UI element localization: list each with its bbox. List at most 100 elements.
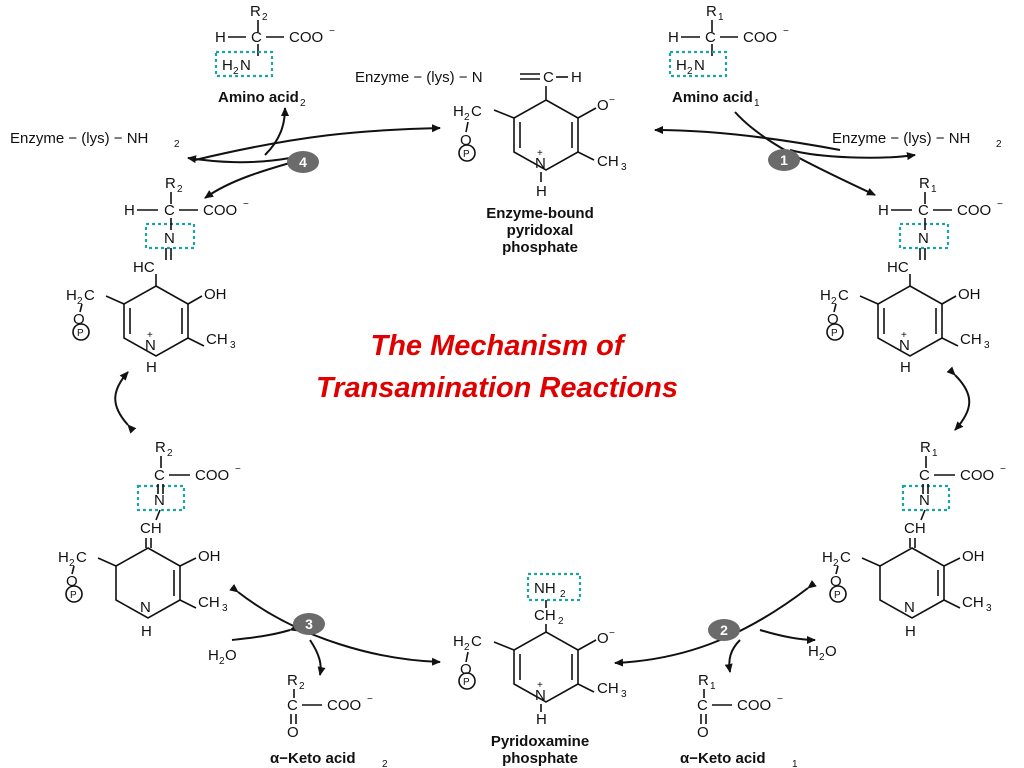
svg-text:2: 2 [177, 184, 183, 195]
svg-text:O: O [597, 97, 609, 114]
svg-text:3: 3 [305, 616, 313, 632]
svg-text:R: R [698, 672, 709, 689]
svg-text:R: R [706, 3, 717, 20]
svg-text:−: − [243, 199, 249, 210]
svg-text:O: O [66, 573, 78, 590]
svg-text:H: H [536, 711, 547, 728]
svg-text:−: − [609, 628, 615, 639]
svg-text:2: 2 [819, 652, 825, 663]
step-badge-2: 2 [708, 619, 740, 641]
svg-text:C: C [705, 29, 716, 46]
svg-text:2: 2 [174, 139, 180, 150]
svg-text:COO: COO [960, 467, 994, 484]
svg-text:2: 2 [233, 66, 239, 77]
svg-text:1: 1 [718, 12, 724, 23]
svg-text:O: O [830, 573, 842, 590]
arrow-right-tautomer [946, 366, 971, 431]
svg-text:COO: COO [743, 29, 777, 46]
svg-text:C: C [471, 103, 482, 120]
svg-text:2: 2 [382, 759, 388, 768]
svg-text:H: H [146, 359, 157, 376]
svg-text:OH: OH [198, 548, 221, 565]
svg-text:Enzyme-bound: Enzyme-bound [486, 205, 594, 222]
svg-text:C: C [76, 549, 87, 566]
svg-text:CH: CH [206, 331, 228, 348]
svg-text:2: 2 [464, 642, 470, 653]
svg-text:H: H [676, 57, 687, 74]
svg-text:−: − [1000, 464, 1006, 475]
svg-text:2: 2 [996, 139, 1002, 150]
svg-text:H: H [878, 202, 889, 219]
svg-text:3: 3 [230, 340, 236, 351]
svg-text:CH: CH [597, 153, 619, 170]
svg-text:CH: CH [140, 520, 162, 537]
svg-text:H: H [571, 69, 582, 86]
arrow-step4-horizontal [194, 124, 441, 161]
svg-text:COO: COO [203, 202, 237, 219]
svg-text:O: O [825, 643, 837, 660]
svg-text:3: 3 [621, 689, 627, 700]
svg-text:1: 1 [932, 448, 938, 459]
svg-text:C: C [251, 29, 262, 46]
svg-text:O: O [73, 311, 85, 328]
svg-text:N: N [154, 492, 165, 509]
svg-text:P: P [463, 677, 470, 688]
svg-text:C: C [471, 633, 482, 650]
svg-text:−: − [777, 694, 783, 705]
svg-text:CH: CH [960, 331, 982, 348]
svg-text:R: R [250, 3, 261, 20]
svg-text:R: R [920, 439, 931, 456]
svg-text:Enzyme − (lys) − NH: Enzyme − (lys) − NH [10, 130, 148, 147]
svg-text:4: 4 [299, 154, 307, 170]
arrow-step2-water-out [759, 629, 816, 644]
svg-text:COO: COO [289, 29, 323, 46]
svg-text:H: H [141, 623, 152, 640]
svg-text:2: 2 [69, 558, 75, 569]
svg-text:COO: COO [327, 697, 361, 714]
svg-text:2: 2 [300, 98, 306, 109]
svg-text:2: 2 [167, 448, 173, 459]
enzyme-lys-nh2-left: Enzyme − (lys) − NH 2 [10, 130, 180, 150]
arrow-step4-to-schiff [204, 159, 301, 199]
svg-text:O: O [827, 311, 839, 328]
svg-text:2: 2 [219, 656, 225, 667]
svg-text:O: O [597, 630, 609, 647]
svg-text:C: C [697, 697, 708, 714]
svg-text:C: C [838, 287, 849, 304]
svg-text:2: 2 [687, 66, 693, 77]
svg-text:R: R [165, 175, 176, 192]
arrow-step1-horizontal [654, 126, 841, 151]
svg-text:NH: NH [534, 580, 556, 597]
svg-text:OH: OH [204, 286, 227, 303]
svg-text:3: 3 [222, 603, 228, 614]
svg-text:1: 1 [792, 759, 798, 768]
svg-text:N: N [899, 337, 910, 354]
svg-text:R: R [287, 672, 298, 689]
svg-text:COO: COO [195, 467, 229, 484]
svg-text:Amino acid: Amino acid [672, 89, 753, 106]
svg-text:N: N [904, 599, 915, 616]
svg-text:H: H [215, 29, 226, 46]
arrow-step3-water-in [231, 623, 299, 641]
svg-text:C: C [543, 69, 554, 86]
svg-text:R: R [919, 175, 930, 192]
svg-text:3: 3 [984, 340, 990, 351]
step-badge-3: 3 [293, 613, 325, 635]
svg-text:2: 2 [720, 622, 728, 638]
arrow-step2-horizontal [614, 579, 817, 667]
svg-text:H: H [453, 633, 464, 650]
svg-text:OH: OH [958, 286, 981, 303]
svg-text:H: H [900, 359, 911, 376]
svg-text:C: C [154, 467, 165, 484]
svg-text:P: P [70, 590, 77, 601]
